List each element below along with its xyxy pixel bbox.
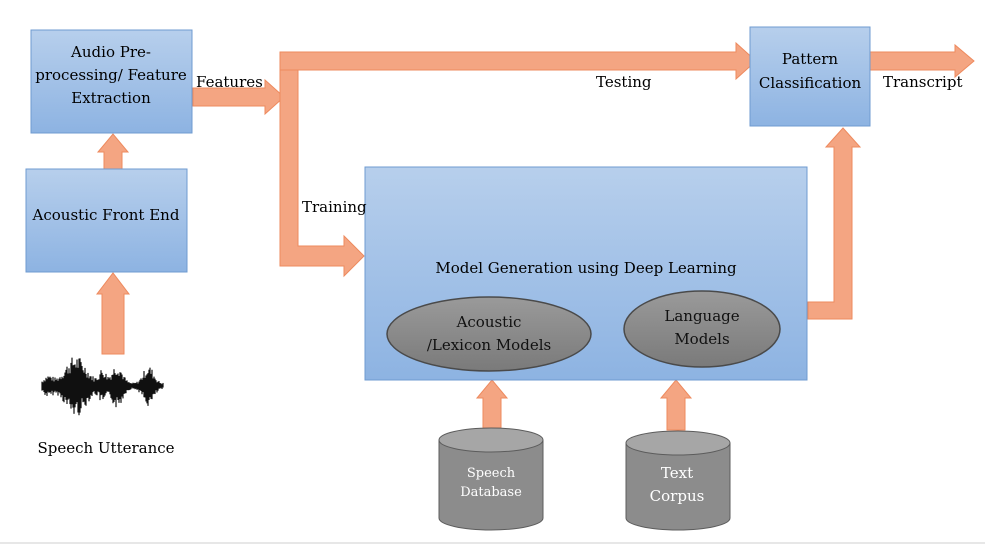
language-models-line-1: Language: [664, 307, 739, 325]
audio-preprocessing-box: Audio Pre- processing/ Feature Extractio…: [30, 29, 193, 134]
acoustic-lexicon-line-2: /Lexicon Models: [427, 336, 551, 354]
frontend-up-arrow: [96, 133, 130, 171]
testing-label: Testing: [596, 73, 652, 91]
transcript-label: Transcript: [883, 73, 962, 91]
speech-database-line-2: Database: [460, 485, 522, 500]
testing-arrow: [279, 41, 757, 81]
pattern-classification-line-1: Pattern: [782, 50, 838, 68]
text-corpus-line-2: Corpus: [650, 487, 705, 505]
text-corpus-cylinder: Text Corpus: [625, 430, 731, 531]
pattern-classification-line-2: Classification: [759, 74, 862, 92]
text-corpus-up-arrow: [659, 379, 693, 431]
arrows: [95, 41, 975, 431]
acoustic-lexicon-line-1: Acoustic: [456, 313, 522, 331]
training-arrow: [279, 69, 365, 278]
model-output-arrow: [807, 127, 862, 320]
features-arrow: [192, 78, 285, 116]
speech-database-line-1: Speech: [467, 466, 516, 481]
transcript-arrow: [869, 43, 975, 79]
speech-utterance-label: Speech Utterance: [37, 439, 174, 457]
audio-preprocessing-line-2: processing/ Feature: [35, 66, 187, 84]
utterance-up-arrow: [95, 272, 131, 355]
speech-db-up-arrow: [475, 379, 509, 429]
language-models-line-2: Models: [674, 330, 729, 348]
audio-preprocessing-line-1: Audio Pre-: [70, 43, 151, 61]
speech-database-cylinder: Speech Database: [438, 427, 544, 531]
audio-preprocessing-line-3: Extraction: [71, 89, 151, 107]
text-corpus-line-1: Text: [661, 464, 693, 482]
features-label: Features: [196, 73, 263, 91]
acoustic-front-end-box: Acoustic Front End: [25, 168, 188, 273]
language-models-oval: Language Models: [623, 290, 781, 368]
speech-waveform-icon: [41, 357, 164, 416]
training-label: Training: [302, 198, 367, 216]
model-generation-label: Model Generation using Deep Learning: [435, 259, 737, 277]
model-generation-box: Model Generation using Deep Learning Aco…: [364, 166, 808, 381]
pattern-classification-box: Pattern Classification: [749, 26, 871, 127]
acoustic-lexicon-models-oval: Acoustic /Lexicon Models: [386, 296, 592, 372]
acoustic-front-end-label: Acoustic Front End: [32, 206, 180, 224]
